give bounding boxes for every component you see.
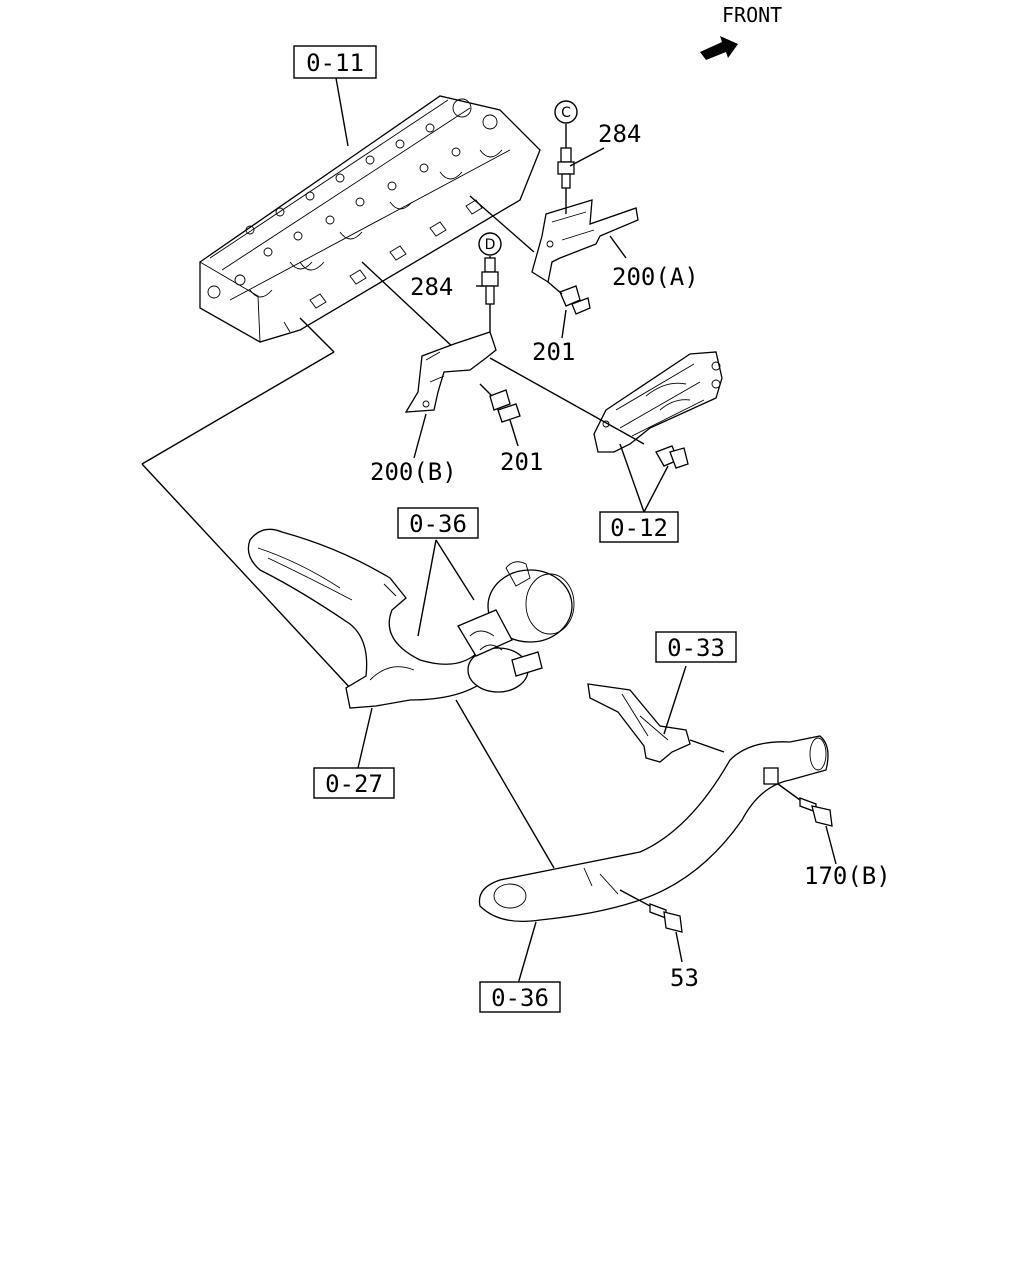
ref-box-0-33[interactable]: 0-33 [655,631,737,663]
front-label: FRONT [722,3,782,27]
bolt-53 [619,889,683,963]
front-arrow-icon [700,36,738,60]
ref-0-12: 0-12 [610,514,668,542]
bolt-201-lower [479,383,521,423]
marker-c: C [554,100,578,124]
bracket-200b [404,331,497,413]
marker-d: D [478,232,502,256]
ref-0-33: 0-33 [667,634,725,662]
sensor-284-c [557,124,575,214]
bolt-201-upper [547,281,591,315]
exhaust-pipe-lower [478,735,829,923]
ref-0-11: 0-11 [306,49,364,77]
svg-text:C: C [561,105,571,121]
part-200a: 200(A) [612,263,699,291]
part-201-upper: 201 [532,338,575,366]
part-170b: 170(B) [804,862,891,890]
sensor-284-d [481,256,499,332]
ref-box-0-11[interactable]: 0-11 [293,45,377,79]
svg-text:D: D [485,237,496,253]
ref-box-0-36-bottom[interactable]: 0-36 [479,981,561,1013]
exhaust-pipe-upper [247,528,487,709]
bracket-0-33 [587,683,691,763]
ref-box-0-36-top[interactable]: 0-36 [397,507,479,539]
part-201-lower: 201 [500,448,543,476]
turbocharger [457,561,575,693]
part-200b: 200(B) [370,458,457,486]
part-284-d: 284 [410,273,453,301]
ref-box-0-27[interactable]: 0-27 [313,767,395,799]
ref-box-0-12[interactable]: 0-12 [599,511,679,543]
part-284-c: 284 [598,120,641,148]
ref-0-36-bottom: 0-36 [491,984,549,1012]
bolt-170b [777,783,837,865]
ref-0-27: 0-27 [325,770,383,798]
heat-shield [593,351,723,453]
bracket-200a [531,199,639,284]
bolt-heat-shield [655,445,689,469]
cylinder-head [199,95,541,343]
ref-0-36-top: 0-36 [409,510,467,538]
part-53: 53 [670,964,699,992]
